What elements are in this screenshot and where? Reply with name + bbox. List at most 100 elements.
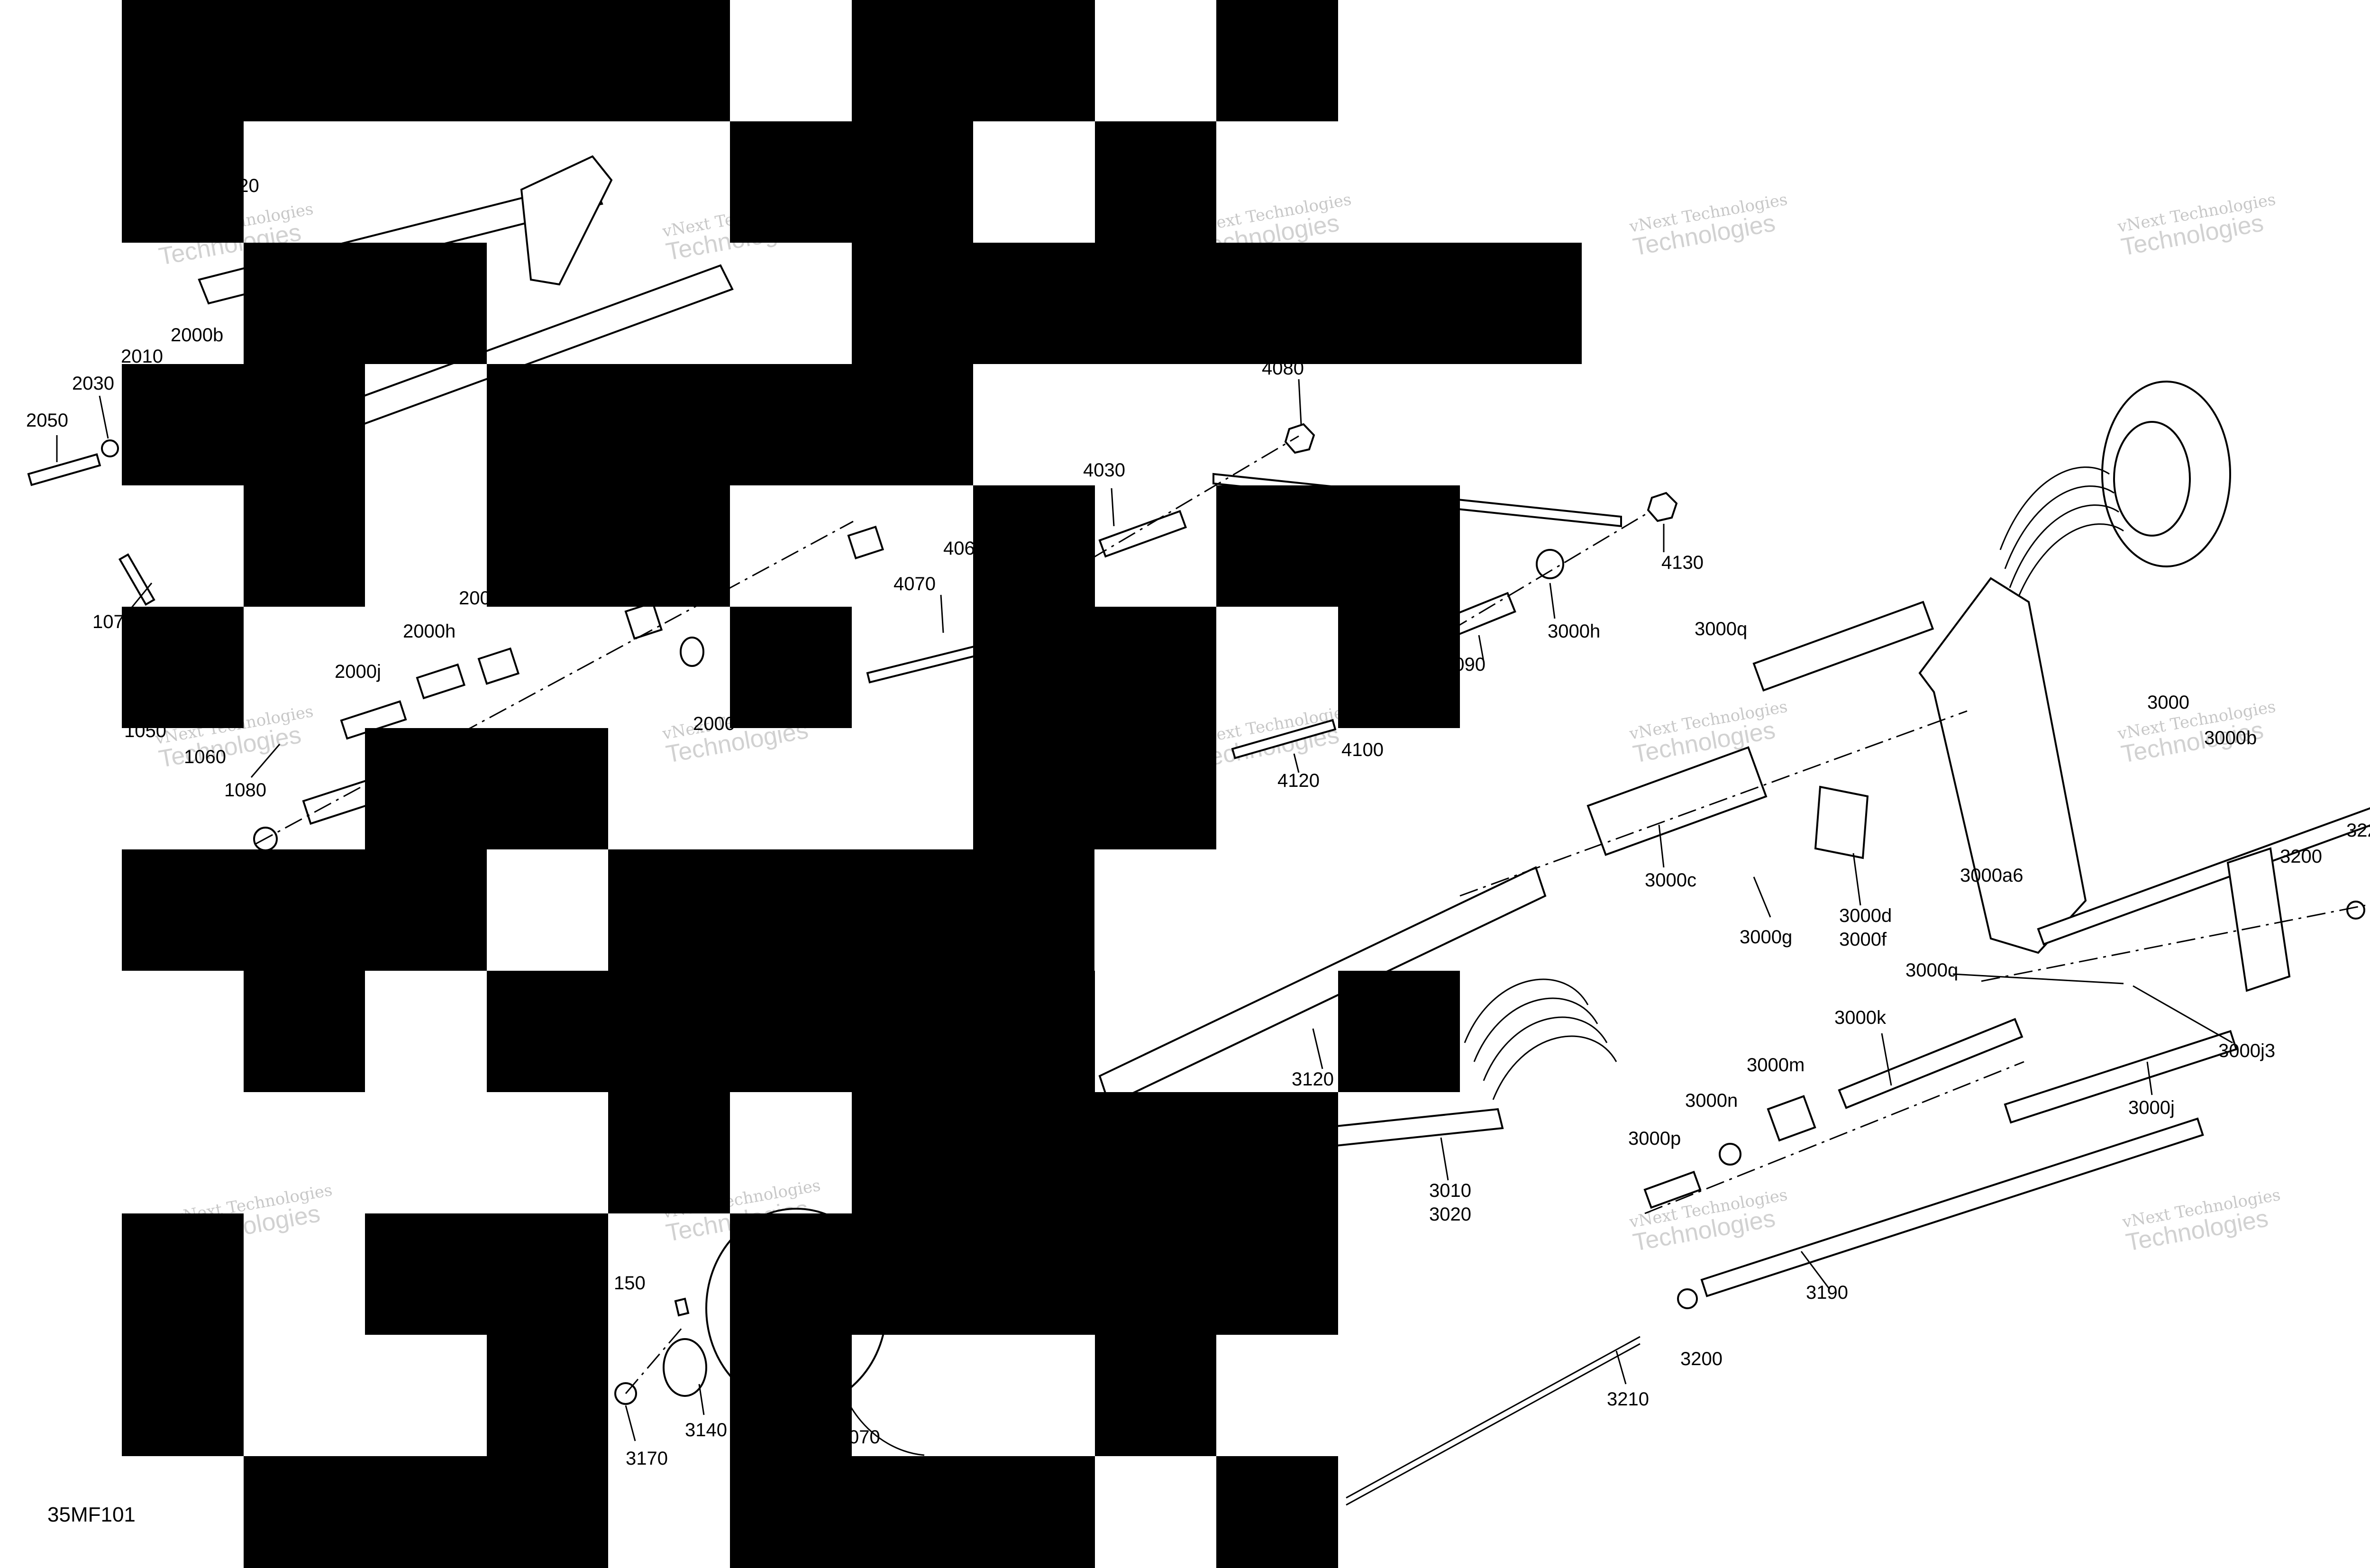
callout-label: 3020 [1429,1204,1471,1225]
callout-label: 2000 [693,713,735,734]
leader-3010 [1440,1137,1449,1181]
redaction-block [730,1335,852,1456]
callout-label: 3140 [685,1420,727,1440]
bolt-1070 [118,553,155,606]
centerline-mid [1459,710,1968,897]
callout-label: 4030 [1083,460,1125,481]
parts-line-art [27,155,2370,1506]
redaction-block [244,971,365,1092]
callout-label: 3000q [1695,619,1747,639]
centerline-bottom-left [625,1327,684,1394]
callout-label: 3000b [2204,728,2257,748]
leader-3190 [1800,1251,1831,1290]
redaction-block [1095,1335,1216,1456]
redaction-block [730,121,973,243]
clamp-3140 [663,1338,707,1397]
tube-3000k [1838,1018,2024,1109]
bolt-4070 [866,642,991,684]
leader-3000h [1549,583,1556,619]
redaction-block [122,1335,244,1456]
swing-arm-frame [1918,577,2087,954]
callout-label: 3000f [1839,929,1887,950]
leader-3000q [1952,973,2124,985]
leader-4070 [940,594,944,633]
redaction-block [122,849,487,971]
drawing-code: 35MF101 [47,1503,136,1526]
callout-label: 3000n [1685,1090,1738,1111]
redaction-block [1095,121,1216,243]
rod-3210-edge [1346,1343,1641,1506]
leader-3000g [1753,876,1771,918]
redaction-block [365,1213,608,1335]
nut-4080 [1284,423,1315,454]
washer-3000h [1536,549,1564,579]
redaction-block [973,607,1216,728]
nut-4130 [1647,492,1678,522]
shaft-3000j [2004,1030,2238,1124]
redaction-block [244,1456,608,1568]
redaction-block [122,0,730,121]
callout-label: 3120 [1292,1069,1334,1090]
callout-label: 1060 [184,747,226,767]
redaction-block [487,364,973,485]
redaction-block [1216,1456,1338,1568]
redaction-block [852,1092,1338,1213]
callout-label: 3000 [2147,692,2189,713]
upper-link-arm [520,155,613,286]
callout-label: 2000j [335,661,381,682]
bolt-2050 [27,453,101,486]
callout-label: 3000h [1548,621,1600,642]
block-3000d [1814,785,1869,859]
redaction-block [852,243,1582,364]
leader-3140 [698,1384,705,1415]
centerline-link [1450,511,1650,631]
spacer-3000p [1643,1170,1702,1209]
leader-1070 [129,583,153,610]
redaction-block [365,728,608,849]
leader-3000j3 [2133,985,2233,1044]
leader-3210 [1615,1350,1627,1385]
callout-label: 3000c [1645,870,1696,891]
redaction-block [852,0,1095,121]
bushing-center-b [847,525,884,560]
redaction-blocks [122,0,1582,1568]
axle-right [2037,804,2370,946]
bushing-center-a [624,601,663,640]
leader-1080 [250,744,281,778]
callout-label: 3210 [1607,1389,1649,1410]
redaction-block [487,971,1095,1092]
washer-3200-bottom [1677,1288,1698,1309]
redaction-block [1216,0,1338,121]
washer-2030 [101,439,119,457]
centerline-left [255,520,854,845]
callout-label: 3000d [1839,905,1892,926]
centerline-lower [1644,1061,2024,1214]
redaction-block [244,485,365,607]
callout-label: 406 [943,538,975,559]
callout-label: 070 [848,1427,880,1448]
callout-label: 107 [92,611,124,632]
bolt-4120 [1231,719,1337,759]
callout-label: 3200 [1680,1349,1723,1369]
leader-3000j [2146,1061,2153,1095]
callout-label: 3000m [1747,1055,1805,1076]
callout-label: 1080 [224,780,266,801]
callout-label: 4120 [1277,770,1320,791]
leader-3120 [1312,1028,1323,1069]
redaction-block [487,1335,608,1456]
callout-label: 3220 [2346,820,2370,841]
leader-4030 [1111,488,1115,527]
callout-label: 150 [614,1273,646,1294]
spring-top [1999,381,2231,607]
spacer-2000h [416,663,466,700]
redaction-block [244,243,487,364]
leader-3000k [1881,1033,1892,1086]
leader-4090 [1478,635,1485,662]
rod-3190 [1700,1117,2204,1297]
callout-label: 3010 [1429,1180,1471,1201]
rod-3210 [1346,1336,1641,1499]
redaction-block [487,485,730,607]
redaction-block [122,121,244,243]
callout-label: 3000k [1834,1007,1887,1028]
